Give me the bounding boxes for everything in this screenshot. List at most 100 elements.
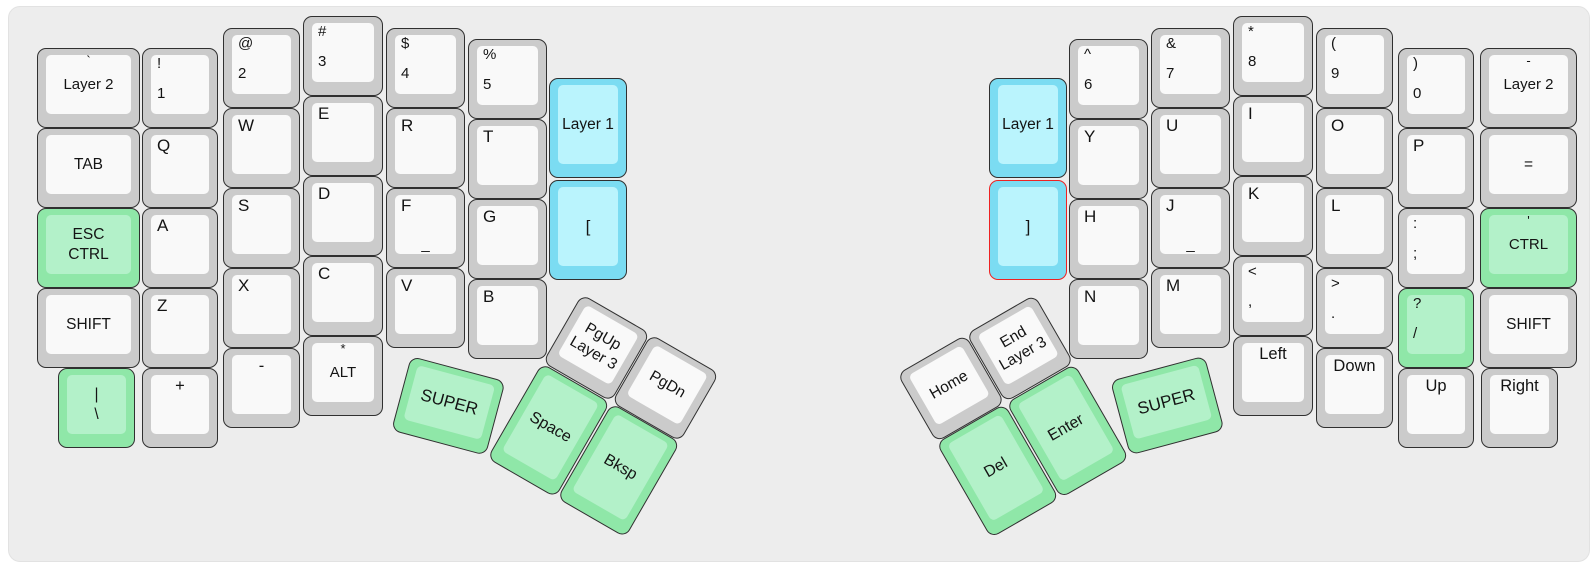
key-i[interactable]: I [1233,96,1313,176]
key-c[interactable]: C [303,256,383,336]
key-lbracket[interactable]: [ [549,180,627,280]
key-excl-1[interactable]: !1 [142,48,218,128]
key-q[interactable]: Q [142,128,218,208]
key-legend-main: Right [1500,377,1539,395]
key-r[interactable]: R [386,108,465,188]
key-hash-3[interactable]: #3 [303,16,383,96]
key-h[interactable]: H [1069,199,1148,279]
key-o[interactable]: O [1316,108,1393,188]
key-esc-ctrl[interactable]: ESC CTRL [37,208,140,288]
key-legend-main: Del [981,454,1011,481]
key-legend-main: 5 [483,75,492,93]
key-v[interactable]: V [386,268,465,348]
key-l[interactable]: L [1316,188,1393,268]
key-paren-0[interactable]: )0 [1398,48,1474,128]
key-legend-main: Down [1333,357,1376,375]
key-layer2-right[interactable]: -Layer 2 [1480,48,1577,128]
key-lt-comma[interactable]: <, [1233,256,1313,336]
key-question-slash[interactable]: ?/ [1398,288,1474,368]
keycap: G [477,206,538,265]
keycap: TAB [46,135,131,194]
keycap: ESC CTRL [46,215,131,274]
key-dollar-4[interactable]: $4 [386,28,465,108]
key-legend-top: $ [401,35,410,52]
key-up-arrow[interactable]: Up [1398,368,1474,448]
key-legend-main: 9 [1331,64,1340,82]
key-legend-top: ? [1413,295,1422,312]
key-k[interactable]: K [1233,176,1313,256]
key-b[interactable]: B [468,279,547,359]
key-s[interactable]: S [223,188,300,268]
keycap: ?/ [1407,295,1465,354]
key-legend-main: Q [157,136,171,155]
keycap: SUPER [403,365,496,440]
key-legend-main: B [483,287,495,306]
key-w[interactable]: W [223,108,300,188]
key-a[interactable]: A [142,208,218,288]
key-quote-ctrl[interactable]: 'CTRL [1480,208,1577,288]
key-layer2-left[interactable]: `Layer 2 [37,48,140,128]
key-legend-main: Space [526,408,575,446]
key-shift-left[interactable]: SHIFT [37,288,140,368]
key-legend-main: E [318,104,330,123]
key-legend-main: End Layer 3 [996,322,1050,374]
keycap: Y [1078,126,1139,185]
key-left-arrow[interactable]: Left [1233,336,1313,416]
keycap: Q [151,135,209,194]
keycap: @2 [232,35,291,94]
key-right-arrow[interactable]: Right [1481,368,1558,448]
key-d[interactable]: D [303,176,383,256]
keycap: U [1160,115,1221,174]
keycap: #3 [312,23,374,82]
key-e[interactable]: E [303,96,383,176]
key-layer1-right[interactable]: Layer 1 [989,78,1067,178]
key-pipe-backslash[interactable]: | \ [58,368,135,448]
key-at-2[interactable]: @2 [223,28,300,108]
key-equals[interactable]: = [1480,128,1577,208]
keycap: [ [558,187,618,266]
key-m[interactable]: M [1151,268,1230,348]
key-f[interactable]: F_ [386,188,465,268]
key-legend-main: ; [1413,244,1418,262]
key-layer1-left[interactable]: Layer 1 [549,78,627,178]
keycap: %5 [477,46,538,105]
key-percent-5[interactable]: %5 [468,39,547,119]
key-star-alt[interactable]: *ALT [303,336,383,416]
key-n[interactable]: N [1069,279,1148,359]
keycap: &7 [1160,35,1221,94]
keycap: + [151,375,209,434]
key-colon-semi[interactable]: :; [1398,208,1474,288]
key-gt-period[interactable]: >. [1316,268,1393,348]
key-rbracket[interactable]: ] [989,180,1067,280]
keycap: O [1325,115,1384,174]
key-amp-7[interactable]: &7 [1151,28,1230,108]
key-legend-main: ALT [329,363,357,381]
keycap: I [1242,103,1304,162]
key-x[interactable]: X [223,268,300,348]
keycap: $4 [395,35,456,94]
key-u[interactable]: U [1151,108,1230,188]
keycap: ^6 [1078,46,1139,105]
key-legend-main: Y [1084,127,1096,146]
keycap: *ALT [312,341,374,402]
key-p[interactable]: P [1398,128,1474,208]
key-t[interactable]: T [468,119,547,199]
key-star-8[interactable]: *8 [1233,16,1313,96]
key-minus[interactable]: - [223,348,300,428]
keycap: C [312,263,374,322]
key-y[interactable]: Y [1069,119,1148,199]
key-down-arrow[interactable]: Down [1316,348,1393,428]
key-j[interactable]: J_ [1151,188,1230,268]
keycap: M [1160,275,1221,334]
key-tab[interactable]: TAB [37,128,140,208]
key-paren-9[interactable]: (9 [1316,28,1393,108]
key-legend-top: ! [157,55,162,72]
key-z[interactable]: Z [142,288,218,368]
key-shift-right[interactable]: SHIFT [1480,288,1577,368]
key-caret-6[interactable]: ^6 [1069,39,1148,119]
key-g[interactable]: G [468,199,547,279]
keycap: !1 [151,55,209,114]
key-plus[interactable]: + [142,368,218,448]
keycap: Left [1242,343,1304,402]
